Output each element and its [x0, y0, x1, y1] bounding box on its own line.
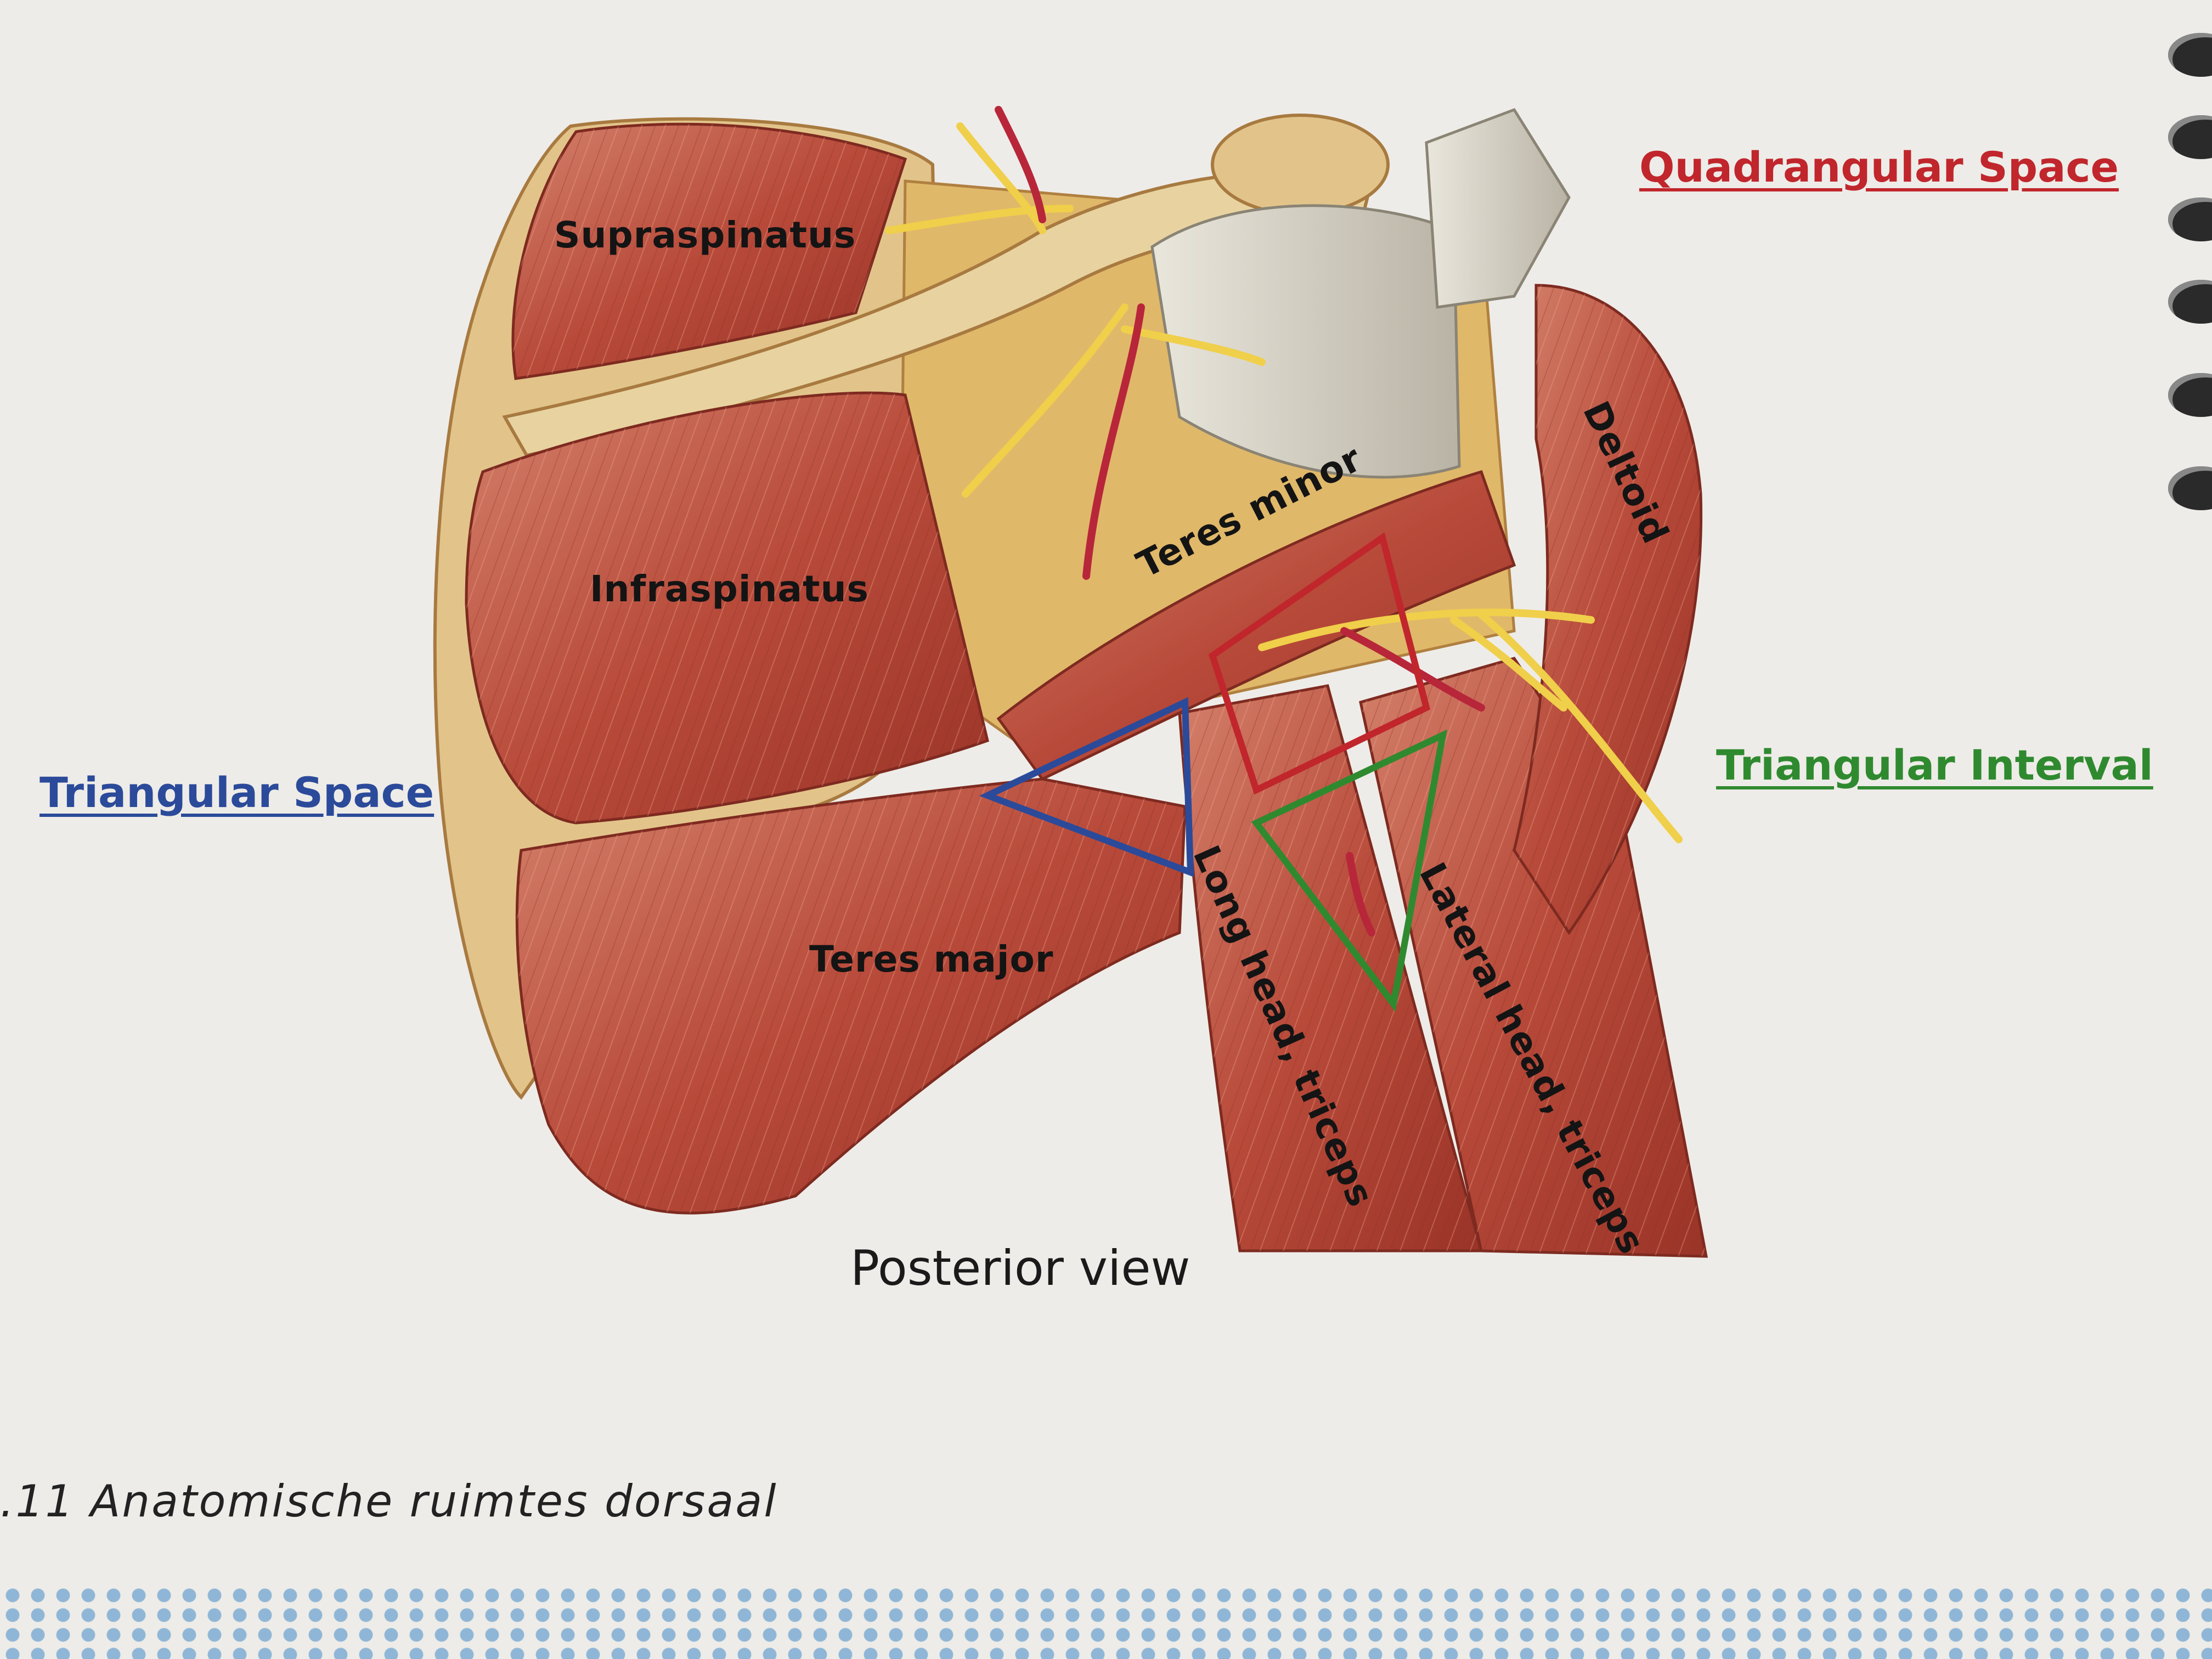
joint-capsule	[1150, 204, 1461, 479]
label-triangular-space: Triangular Space	[40, 768, 435, 817]
acromion	[1211, 114, 1390, 216]
binding-ring	[2168, 198, 2212, 241]
binding-ring	[2168, 466, 2212, 510]
label-triangular-interval: Triangular Interval	[1716, 741, 2153, 789]
nerves	[885, 122, 1683, 843]
quadrangular-space-outline	[1208, 532, 1431, 795]
decorative-dot-border	[0, 1585, 2212, 1659]
label-infraspinatus: Infraspinatus	[590, 568, 869, 610]
figure-caption: .11 Anatomische ruimtes dorsaal	[0, 1476, 778, 1527]
binding-ring	[2168, 33, 2212, 77]
triangular-interval-outline	[1251, 729, 1448, 1012]
triangular-space-outline	[979, 697, 1194, 877]
label-quadrangular-space: Quadrangular Space	[1639, 143, 2119, 191]
binding-ring	[2168, 280, 2212, 324]
view-caption: Posterior view	[850, 1240, 1190, 1296]
spiral-binding	[2152, 0, 2212, 549]
label-teres-major: Teres major	[809, 938, 1054, 980]
label-supraspinatus: Supraspinatus	[554, 214, 856, 256]
binding-ring	[2168, 373, 2212, 417]
deltoid-tendon	[1425, 108, 1571, 309]
binding-ring	[2168, 115, 2212, 159]
